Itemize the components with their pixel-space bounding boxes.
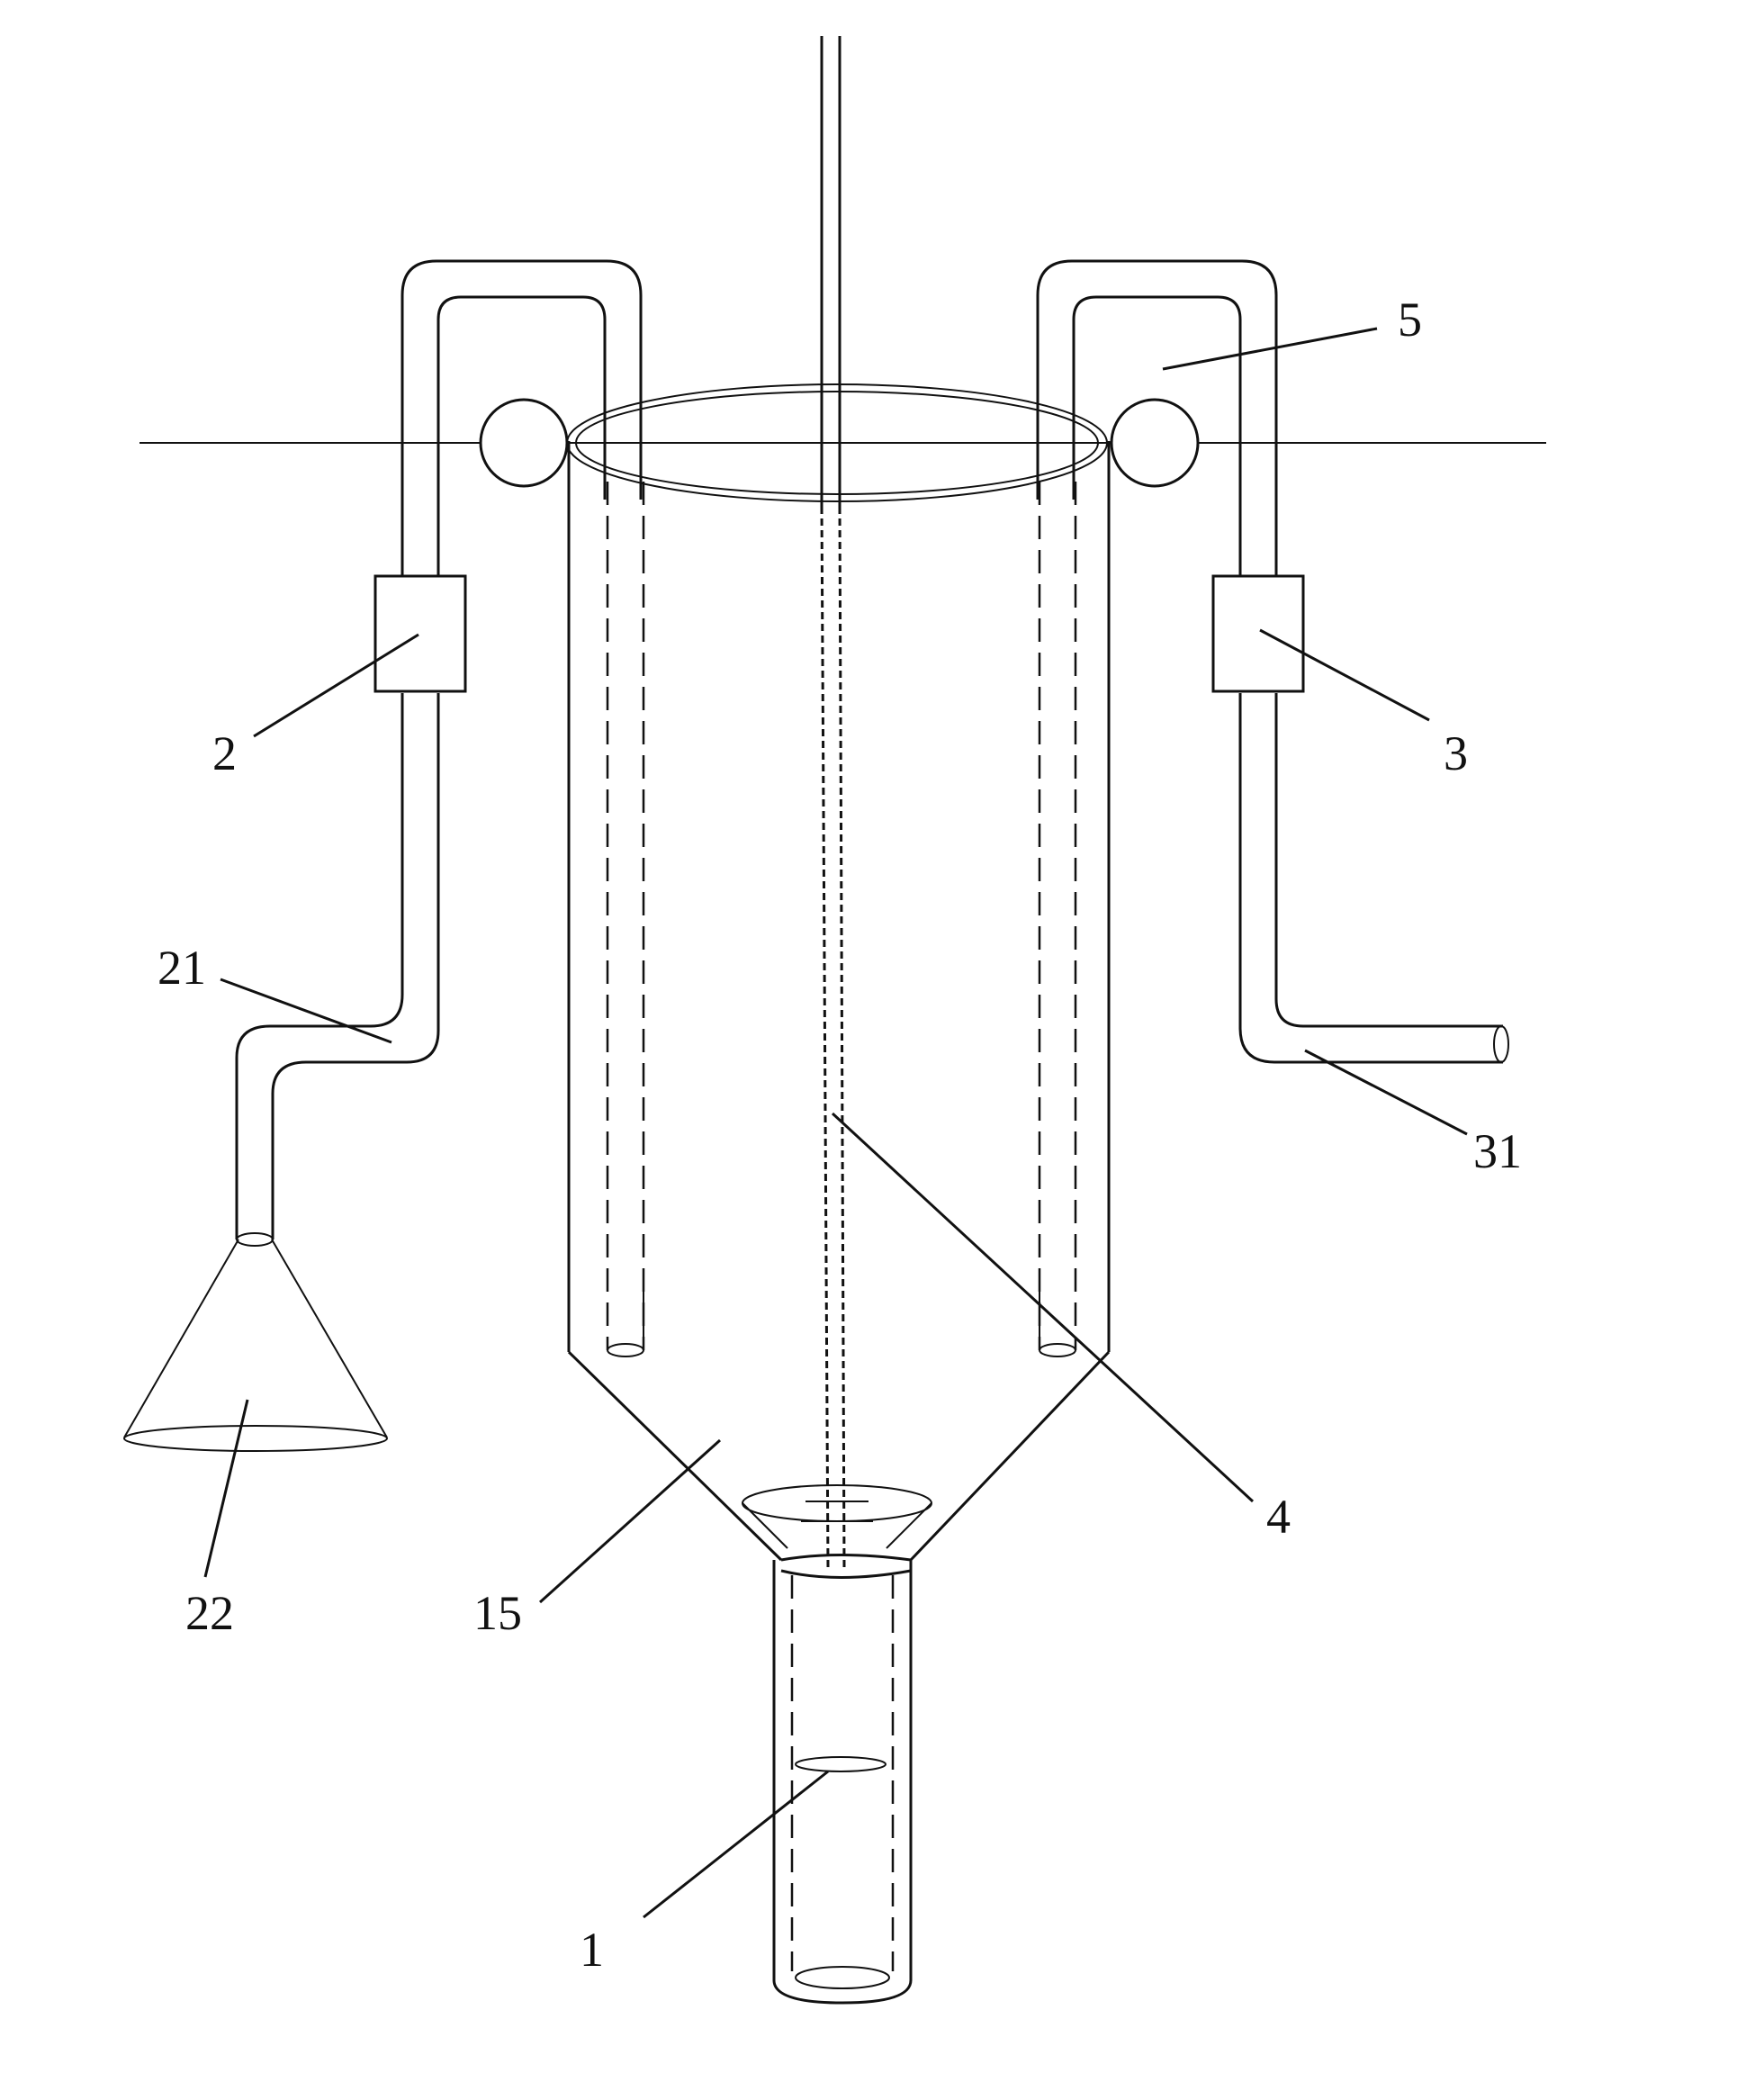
lower-tube (774, 1555, 911, 2004)
inner-funnel (742, 1485, 932, 1548)
label-2: 2 (212, 726, 237, 780)
funnel (124, 1233, 387, 1451)
floating-plate (796, 1757, 886, 1771)
center-rod (822, 36, 840, 507)
label-5: 5 (1398, 293, 1422, 347)
label-22: 22 (185, 1586, 234, 1640)
left-pipe (237, 261, 641, 1239)
leader-lines (205, 329, 1467, 1917)
center-rod-inner (822, 507, 844, 1568)
label-3: 3 (1444, 726, 1468, 780)
right-inner-tube (1040, 482, 1076, 1356)
left-inner-tube (608, 482, 644, 1356)
vessel-body (569, 441, 1109, 1560)
label-1: 1 (580, 1923, 604, 1977)
left-flow-meter (375, 576, 465, 691)
right-ball-valve (1112, 400, 1198, 486)
label-4: 4 (1266, 1490, 1291, 1544)
label-31: 31 (1473, 1124, 1522, 1178)
label-21: 21 (158, 941, 206, 995)
left-ball-valve (481, 400, 567, 486)
label-15: 15 (473, 1586, 522, 1640)
right-flow-meter (1213, 576, 1303, 691)
